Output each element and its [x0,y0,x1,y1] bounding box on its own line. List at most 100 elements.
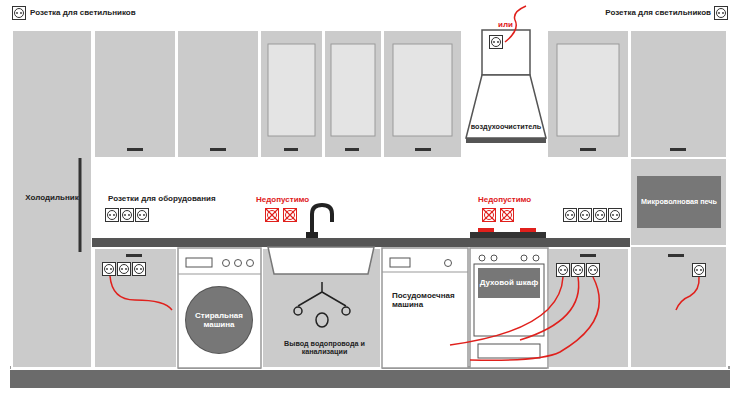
dishwasher [382,248,468,368]
dishwasher-part [382,248,468,368]
sockets-part [133,263,146,276]
dishwasher-box: Посудомоечная машина [384,286,466,314]
stove-part [491,255,497,261]
stove-part [478,344,540,358]
base-handles-part [126,254,142,257]
sockets-part [121,209,134,222]
hood [466,30,546,143]
glass-panels-part [557,44,619,136]
washing-machine-part [247,260,254,267]
node-text: Холодильник [25,193,78,202]
sockets-part [490,36,503,49]
washing-machine-part [186,287,252,353]
washing-machine-part [178,248,261,368]
upper-cabinets-part [94,30,176,158]
washing-machine-part [223,260,230,267]
forbidden-sockets-part [483,209,496,222]
stove-part [474,264,544,336]
washing-machine [178,248,261,368]
stove-part [520,228,536,232]
base-handles-part [580,254,596,257]
sockets-part [13,7,26,20]
sockets-part [103,263,116,276]
node-text: Посудомоечная машина [392,291,466,309]
hood-box: воздухоочиститель [466,118,546,136]
sockets-part [715,7,728,20]
or-note: или [498,20,513,29]
red-wires-part [450,277,563,345]
glass-panels-part [331,44,375,136]
cabinet-handles-part [415,148,431,151]
sockets-part [564,209,577,222]
upper-cabinets [94,30,727,158]
sink-part [268,247,374,274]
sink-part [306,232,318,238]
glass-panels-part [393,44,452,136]
cabinet-handles-part [210,148,226,151]
stove-part [521,255,527,261]
pipe-symbol-part [294,307,302,315]
washing-machine-part [186,258,212,267]
pipe-symbol [294,282,350,327]
stove-part [479,255,485,261]
stove-part [470,248,548,368]
upper-cabinets-part [177,30,259,158]
socket-note: Розетка для светильников [30,8,136,17]
washer-drum: Стиральная машина [186,287,252,353]
stove-part [470,232,546,238]
fridge-box: Холодильник [13,150,91,246]
forbidden-note: Недопустимо [478,195,531,204]
upper-cabinets-part [260,30,323,158]
socket-note: Розетки для оборудования [108,194,216,203]
pipe-symbol-part [298,282,346,306]
hood-part [466,75,546,138]
sockets-part [557,264,570,277]
upper-cabinets-part [547,30,629,158]
sockets-part [136,209,149,222]
hood-part [482,30,530,75]
fridge-part [12,30,92,368]
sockets-part [106,209,119,222]
fridge-part [79,158,82,252]
base-cabinets [94,248,629,368]
cabinet-handles-part [127,148,143,151]
sockets-part [609,209,622,222]
red-wires-part [110,276,172,310]
washing-machine-part [178,274,261,275]
cabinet-handles-part [284,148,298,151]
red-wires [110,6,699,360]
glass-panels [268,44,619,136]
sockets-part [594,209,607,222]
cabinet-handles-part [670,148,686,151]
fridge [12,30,92,368]
forbidden-sockets-part [266,209,279,222]
hood-part [466,138,546,143]
sockets [13,7,728,277]
backsplash-part [93,158,629,238]
countertop [92,238,630,247]
forbidden-note: Недопустимо [256,195,309,204]
dishwasher-part [445,260,452,267]
plumbing-box: Вывод водопровода и канализации [264,330,385,366]
microwave-column [630,158,727,368]
dishwasher-part [390,258,410,267]
sockets-part [693,264,706,277]
upper-cabinets-part [324,30,382,158]
microwave-column-part [668,254,684,257]
node-text: Духовой шкаф [480,278,538,287]
socket-note: Розетка для светильников [605,8,711,17]
dishwasher-part [382,272,468,273]
microwave-box: Микроволновая печь [637,176,721,228]
floor-plinth [10,366,730,388]
cabinet-handles-part [345,148,359,151]
cabinet-handles [127,148,686,151]
sockets-part [579,209,592,222]
pipe-symbol-part [342,307,350,315]
node-text: Микроволновая печь [641,198,717,206]
sockets-part [587,264,600,277]
washing-machine-part [235,260,242,267]
base-cabinets-part [548,248,629,368]
sockets-part [118,263,131,276]
cabinet-handles-part [580,148,596,151]
